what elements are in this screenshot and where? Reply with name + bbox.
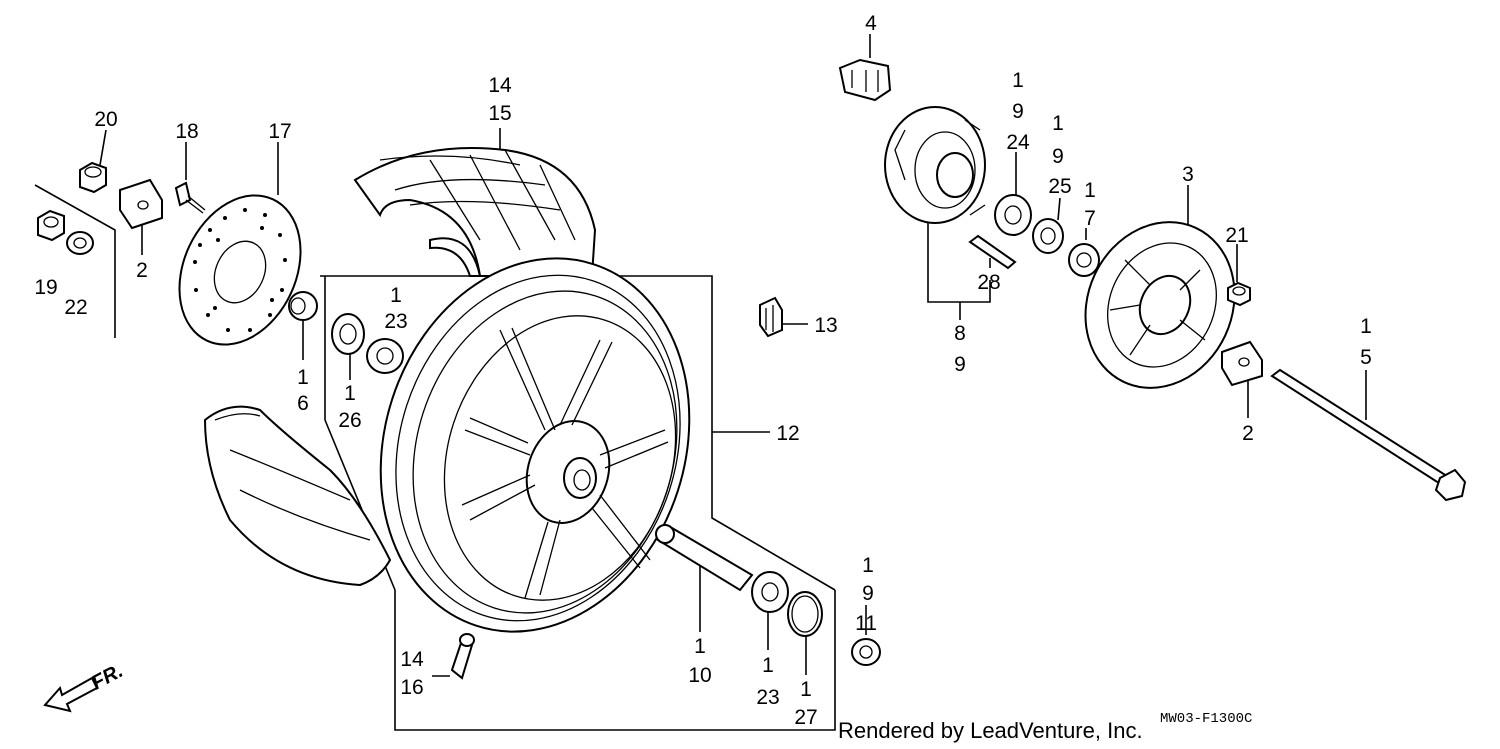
plate-2-left <box>119 178 163 230</box>
label-9: 9 <box>1052 145 1064 168</box>
nut-20 <box>79 161 107 194</box>
nut-19 <box>37 209 65 242</box>
collar-7 <box>1068 243 1100 277</box>
collar-11 <box>851 638 881 666</box>
oil-seal-25 <box>1032 218 1064 254</box>
label-9: 9 <box>954 353 966 376</box>
label-26: 26 <box>338 409 361 432</box>
label-1: 1 <box>862 554 874 577</box>
label-14: 14 <box>488 74 512 97</box>
label-10: 10 <box>688 664 711 687</box>
label-15: 15 <box>488 102 511 125</box>
bearing-24 <box>994 194 1032 236</box>
label-2: 2 <box>136 259 148 282</box>
label-11: 11 <box>855 612 877 635</box>
leader-lines <box>34 34 1367 731</box>
label-1: 1 <box>297 366 309 389</box>
label-25: 25 <box>1048 175 1071 198</box>
label-21: 21 <box>1225 224 1248 247</box>
label-1: 1 <box>344 382 356 405</box>
label-1: 1 <box>1084 179 1096 202</box>
sprocket-3 <box>1084 221 1236 389</box>
bearing-23-lower <box>751 571 789 613</box>
wheel-rim <box>379 257 691 633</box>
bolt-18 <box>174 181 206 214</box>
label-14: 14 <box>400 648 424 671</box>
label-17: 17 <box>268 120 291 143</box>
render-credit: Rendered by LeadVenture, Inc. <box>838 718 1143 743</box>
brake-disc-17 <box>178 194 302 346</box>
label-20: 20 <box>94 108 117 131</box>
label-1: 1 <box>1360 315 1372 338</box>
front-direction-arrow: FR. <box>43 660 127 713</box>
label-23: 23 <box>756 686 779 709</box>
label-7: 7 <box>1084 207 1096 230</box>
damper-4 <box>838 58 892 102</box>
label-9: 9 <box>1012 100 1024 123</box>
part-labels: 4 1 9 24 1 9 25 1 7 3 21 28 8 9 1 5 2 13… <box>34 12 1372 729</box>
bearing-26 <box>331 313 365 355</box>
bearing-23-upper <box>366 338 404 374</box>
collar-6 <box>288 291 318 321</box>
label-1: 1 <box>390 284 402 307</box>
driven-flange-8 <box>884 106 986 224</box>
label-28: 28 <box>977 271 1000 294</box>
axle-5 <box>1270 368 1467 502</box>
label-5: 5 <box>1360 346 1372 369</box>
label-1: 1 <box>1052 112 1064 135</box>
valve-16 <box>450 633 475 680</box>
label-13: 13 <box>814 314 837 337</box>
label-4: 4 <box>865 12 877 35</box>
label-6: 6 <box>297 392 309 415</box>
label-19: 19 <box>34 276 57 299</box>
oil-seal-27 <box>787 591 823 637</box>
plate-2-right <box>1221 340 1263 387</box>
label-8: 8 <box>954 322 966 345</box>
label-1: 1 <box>800 678 812 701</box>
tire-lower-section <box>203 405 392 587</box>
washer-22 <box>66 231 94 255</box>
collar-10 <box>655 524 754 592</box>
label-16: 16 <box>400 676 423 699</box>
label-27: 27 <box>794 706 817 729</box>
stud-28 <box>968 234 1017 270</box>
diagram-code: MW03-F1300C <box>1160 711 1252 727</box>
valve-13 <box>759 296 783 338</box>
label-1: 1 <box>694 635 706 658</box>
label-1: 1 <box>1012 69 1024 92</box>
label-24: 24 <box>1006 131 1030 154</box>
label-12: 12 <box>776 422 799 445</box>
label-3: 3 <box>1182 163 1194 186</box>
label-18: 18 <box>175 120 198 143</box>
nut-21 <box>1227 281 1251 307</box>
label-22: 22 <box>64 296 87 319</box>
label-23: 23 <box>384 310 407 333</box>
label-2: 2 <box>1242 422 1254 445</box>
label-1: 1 <box>762 654 774 677</box>
label-9: 9 <box>862 582 874 605</box>
tire-illustration <box>353 147 597 277</box>
